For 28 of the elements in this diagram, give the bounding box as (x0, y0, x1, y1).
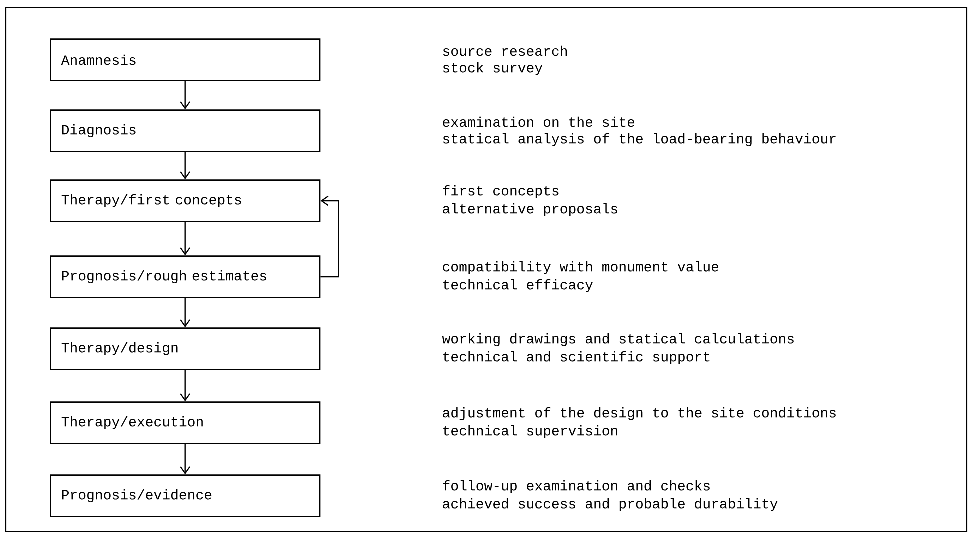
description-text: technical and scientific support (444, 351, 710, 365)
description-text: alternative proposals (443, 203, 618, 217)
arrow (180, 152, 190, 180)
process-box: Therapy/design (50, 328, 321, 370)
description-text: achieved success and probable durability (443, 498, 778, 512)
process-box: Therapy/execution (50, 402, 321, 444)
description-text: compatibility with monument value (443, 261, 719, 275)
arrow (180, 370, 190, 402)
description-text: first concepts (443, 185, 559, 199)
process-box: Diagnosis (50, 110, 321, 152)
description-text: technical efficacy (444, 279, 593, 293)
description-text: technical supervision (444, 425, 618, 439)
description-text: follow-up examination and checks (443, 480, 710, 494)
description-text: source research (443, 46, 568, 56)
arrow (180, 81, 190, 110)
description-text: stock survey (443, 62, 543, 76)
description-text: examination on the site (443, 116, 635, 128)
feedback-arrow (320, 196, 340, 278)
process-box: Prognosis/rough estimates (50, 256, 321, 298)
arrow (180, 222, 190, 256)
process-box: Prognosis/evidence (50, 474, 321, 518)
arrow (180, 298, 190, 328)
process-box: Therapy/first concepts (50, 180, 321, 222)
description-text: statical analysis of the load-bearing behaviour (443, 133, 836, 147)
description-text: adjustment of the design to the site conditions (443, 407, 836, 421)
process-box: Anamnesis (50, 38, 321, 82)
arrow (180, 444, 190, 475)
description-text: working drawings and statical calculations (442, 333, 794, 347)
